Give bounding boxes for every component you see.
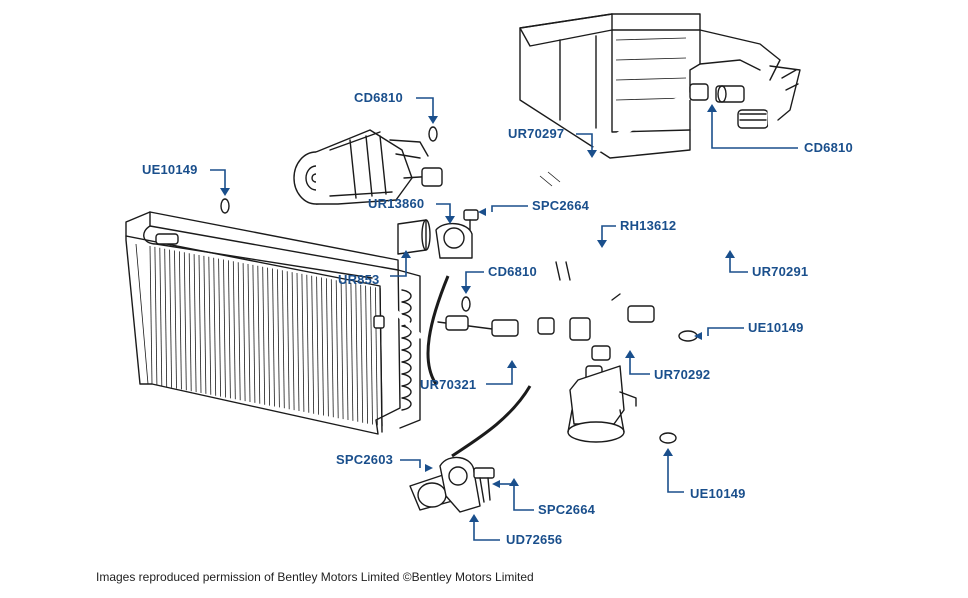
condenser-fin <box>188 253 192 392</box>
condenser-fin <box>286 271 290 410</box>
label-ur70297[interactable]: UR70297 <box>508 126 565 141</box>
condenser-fin <box>164 248 168 387</box>
label-cd6810-top[interactable]: CD6810 <box>354 90 403 105</box>
condenser-fin <box>218 258 221 397</box>
condenser-fin <box>379 288 383 427</box>
condenser-fin <box>257 265 261 404</box>
copyright-caption: Images reproduced permission of Bentley … <box>96 570 534 584</box>
hose-clips <box>555 261 621 301</box>
condenser-fin <box>247 263 251 403</box>
condenser-fin <box>154 246 158 385</box>
condenser-fin <box>291 272 295 411</box>
callout-arrows <box>210 97 798 541</box>
condenser-fin <box>277 269 280 408</box>
label-rh13612[interactable]: RH13612 <box>620 218 677 233</box>
refrigerant-pipes <box>391 83 776 458</box>
condenser-fin <box>193 254 197 393</box>
label-spc2664-bottom[interactable]: SPC2664 <box>538 502 596 517</box>
mount-bracket-top <box>397 209 479 259</box>
label-ud72656[interactable]: UD72656 <box>506 532 563 547</box>
label-ur13860[interactable]: UR13860 <box>368 196 425 211</box>
condenser-fin <box>198 254 202 394</box>
condenser-fin <box>208 256 212 395</box>
label-ue10149-left[interactable]: UE10149 <box>142 162 198 177</box>
label-ue10149-bottom[interactable]: UE10149 <box>690 486 746 501</box>
o-rings <box>220 126 698 444</box>
condenser-fin <box>174 250 177 389</box>
condenser-fin <box>360 284 364 423</box>
condenser-fin <box>365 285 368 424</box>
condenser-fin <box>223 259 226 398</box>
condenser-fin <box>262 266 266 405</box>
condenser-fin <box>326 278 329 417</box>
label-ur70291[interactable]: UR70291 <box>752 264 809 279</box>
condenser-fin <box>252 264 256 403</box>
condenser-fin <box>350 282 354 421</box>
condenser-fin <box>242 263 246 402</box>
condenser-fin <box>321 277 324 416</box>
condenser-fin <box>159 247 163 386</box>
condenser-fin <box>311 275 315 414</box>
condenser-fin <box>296 272 300 412</box>
compressor <box>293 129 437 205</box>
condenser-fin <box>228 260 231 399</box>
condenser-fin <box>375 287 378 426</box>
condenser-fin <box>306 274 310 413</box>
condenser-fin <box>335 280 339 419</box>
label-spc2603[interactable]: SPC2603 <box>336 452 394 467</box>
condenser-fin <box>301 273 305 412</box>
receiver-drier <box>567 317 637 443</box>
label-ur853[interactable]: UR853 <box>338 272 380 287</box>
condenser-fin <box>272 268 275 407</box>
condenser-fin <box>183 252 187 391</box>
condenser-fin <box>149 245 153 385</box>
label-cd6810-mid[interactable]: CD6810 <box>488 264 537 279</box>
condenser-fin <box>203 255 207 394</box>
label-cd6810-right[interactable]: CD6810 <box>804 140 853 155</box>
condenser-fin <box>281 270 285 409</box>
condenser-fin <box>340 281 344 420</box>
condenser <box>125 211 421 435</box>
condenser-fin <box>267 267 270 406</box>
condenser-fin <box>237 262 241 401</box>
mount-bracket-bottom <box>409 456 495 513</box>
condenser-fin <box>232 261 236 400</box>
condenser-fin <box>355 283 359 422</box>
label-ue10149-mid[interactable]: UE10149 <box>748 320 804 335</box>
condenser-fin <box>370 286 373 425</box>
label-spc2664-top[interactable]: SPC2664 <box>532 198 590 213</box>
label-ur70292[interactable]: UR70292 <box>654 367 711 382</box>
label-ur70321[interactable]: UR70321 <box>420 377 477 392</box>
condenser-fin <box>345 281 349 421</box>
condenser-fin <box>179 251 182 390</box>
evaporator-unit <box>519 13 801 159</box>
condenser-fin <box>169 249 172 388</box>
condenser-fin <box>330 279 334 418</box>
condenser-fin <box>213 257 217 396</box>
condenser-fin <box>316 276 319 415</box>
